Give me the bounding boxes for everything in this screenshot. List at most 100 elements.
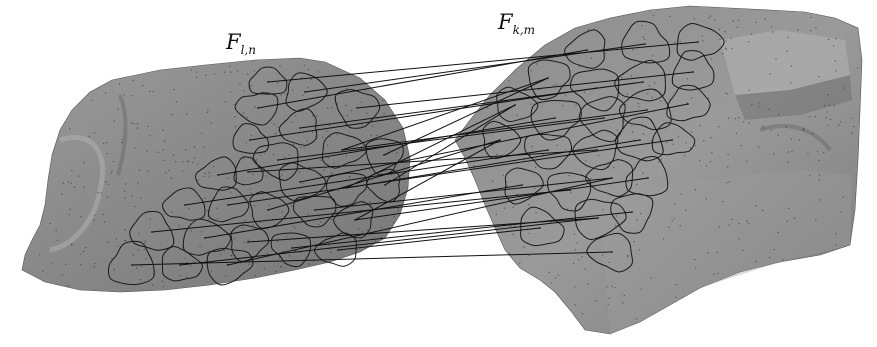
right-surface-speckle [781, 288, 782, 289]
left-patch-center [257, 107, 259, 109]
left-surface-speckle [315, 136, 316, 137]
right-surface-speckle [596, 300, 597, 301]
right-surface-speckle [513, 207, 514, 208]
right-surface-speckle [582, 313, 583, 314]
right-surface-speckle [533, 49, 534, 50]
right-surface-speckle [742, 310, 743, 311]
left-surface-speckle [295, 115, 296, 116]
left-surface-speckle [363, 289, 364, 290]
right-surface-speckle [519, 262, 520, 263]
right-surface-speckle [836, 244, 837, 245]
right-surface-speckle [556, 145, 557, 146]
right-surface-speckle [550, 282, 551, 283]
left-surface-speckle [195, 71, 196, 72]
right-surface-speckle [609, 297, 610, 298]
right-surface-speckle [837, 249, 838, 250]
right-surface-speckle [643, 36, 644, 37]
right-surface-speckle [632, 49, 633, 50]
right-surface-speckle [631, 125, 632, 126]
left-surface-speckle [39, 212, 40, 213]
left-surface-speckle [105, 181, 106, 182]
right-surface-speckle [587, 283, 588, 284]
right-surface-speckle [504, 208, 505, 209]
left-surface-speckle [69, 128, 70, 129]
right-surface-speckle [490, 302, 491, 303]
right-surface-speckle [574, 234, 575, 235]
left-surface-speckle [364, 67, 365, 68]
left-surface-speckle [362, 231, 363, 232]
right-surface-speckle [476, 263, 477, 264]
right-surface-speckle [831, 282, 832, 283]
right-surface-speckle [565, 149, 566, 150]
left-surface-speckle [53, 115, 54, 116]
left-surface-speckle [346, 88, 347, 89]
left-surface-speckle [140, 279, 141, 280]
left-patch-center [267, 209, 269, 211]
left-patch-center [227, 264, 229, 266]
right-surface-speckle [695, 268, 696, 269]
right-surface-speckle [727, 166, 728, 167]
left-surface-speckle [396, 152, 397, 153]
right-surface-speckle [729, 224, 730, 225]
right-surface-speckle [627, 255, 628, 256]
right-surface-speckle [590, 178, 591, 179]
left-surface-speckle [183, 161, 184, 162]
right-surface-speckle [647, 93, 648, 94]
left-surface-speckle [137, 123, 138, 124]
right-surface-speckle [811, 17, 812, 18]
right-patch-center [521, 184, 523, 186]
right-patch-center [642, 81, 644, 83]
right-surface-speckle [593, 17, 594, 18]
right-surface-speckle [632, 131, 633, 132]
right-surface-speckle [568, 315, 569, 316]
right-surface-speckle [725, 48, 726, 49]
left-surface-speckle [56, 95, 57, 96]
left-surface-speckle [304, 65, 305, 66]
left-surface-speckle [171, 178, 172, 179]
right-surface-speckle [679, 41, 680, 42]
left-surface-speckle [228, 178, 229, 179]
right-surface-speckle [794, 217, 795, 218]
left-surface-speckle [327, 289, 328, 290]
left-surface-speckle [71, 183, 72, 184]
left-surface-speckle [66, 94, 67, 95]
right-surface-speckle [706, 165, 707, 166]
left-surface-speckle [211, 270, 212, 271]
left-surface-speckle [116, 238, 117, 239]
right-surface-speckle [708, 317, 709, 318]
left-surface-speckle [230, 71, 231, 72]
right-surface-speckle [574, 286, 575, 287]
right-surface-speckle [778, 135, 779, 136]
right-surface-speckle [838, 124, 839, 125]
right-surface-speckle [532, 38, 533, 39]
right-surface-speckle [653, 15, 654, 16]
right-surface-speckle [543, 321, 544, 322]
left-surface-speckle [78, 175, 79, 176]
left-surface-speckle [179, 275, 180, 276]
right-surface-speckle [748, 223, 749, 224]
right-surface-speckle [691, 131, 692, 132]
right-surface-speckle [710, 15, 711, 16]
right-surface-speckle [845, 311, 846, 312]
left-surface-speckle [95, 74, 96, 75]
left-surface-speckle [186, 277, 187, 278]
left-surface-speckle [149, 91, 150, 92]
right-surface-speckle [790, 82, 791, 83]
left-fragment-surface [22, 58, 410, 292]
right-surface-speckle [786, 326, 787, 327]
right-surface-speckle [786, 126, 787, 127]
right-surface-speckle [638, 106, 639, 107]
left-surface-speckle [333, 163, 334, 164]
right-surface-speckle [605, 53, 606, 54]
left-surface-speckle [213, 166, 214, 167]
right-surface-speckle [751, 33, 752, 34]
left-surface-speckle [254, 70, 255, 71]
right-surface-speckle [463, 190, 464, 191]
right-surface-speckle [627, 93, 628, 94]
right-surface-speckle [573, 263, 574, 264]
left-surface-speckle [152, 65, 153, 66]
right-surface-speckle [487, 270, 488, 271]
left-surface-speckle [281, 273, 282, 274]
right-surface-speckle [841, 264, 842, 265]
right-patch-center [647, 177, 649, 179]
